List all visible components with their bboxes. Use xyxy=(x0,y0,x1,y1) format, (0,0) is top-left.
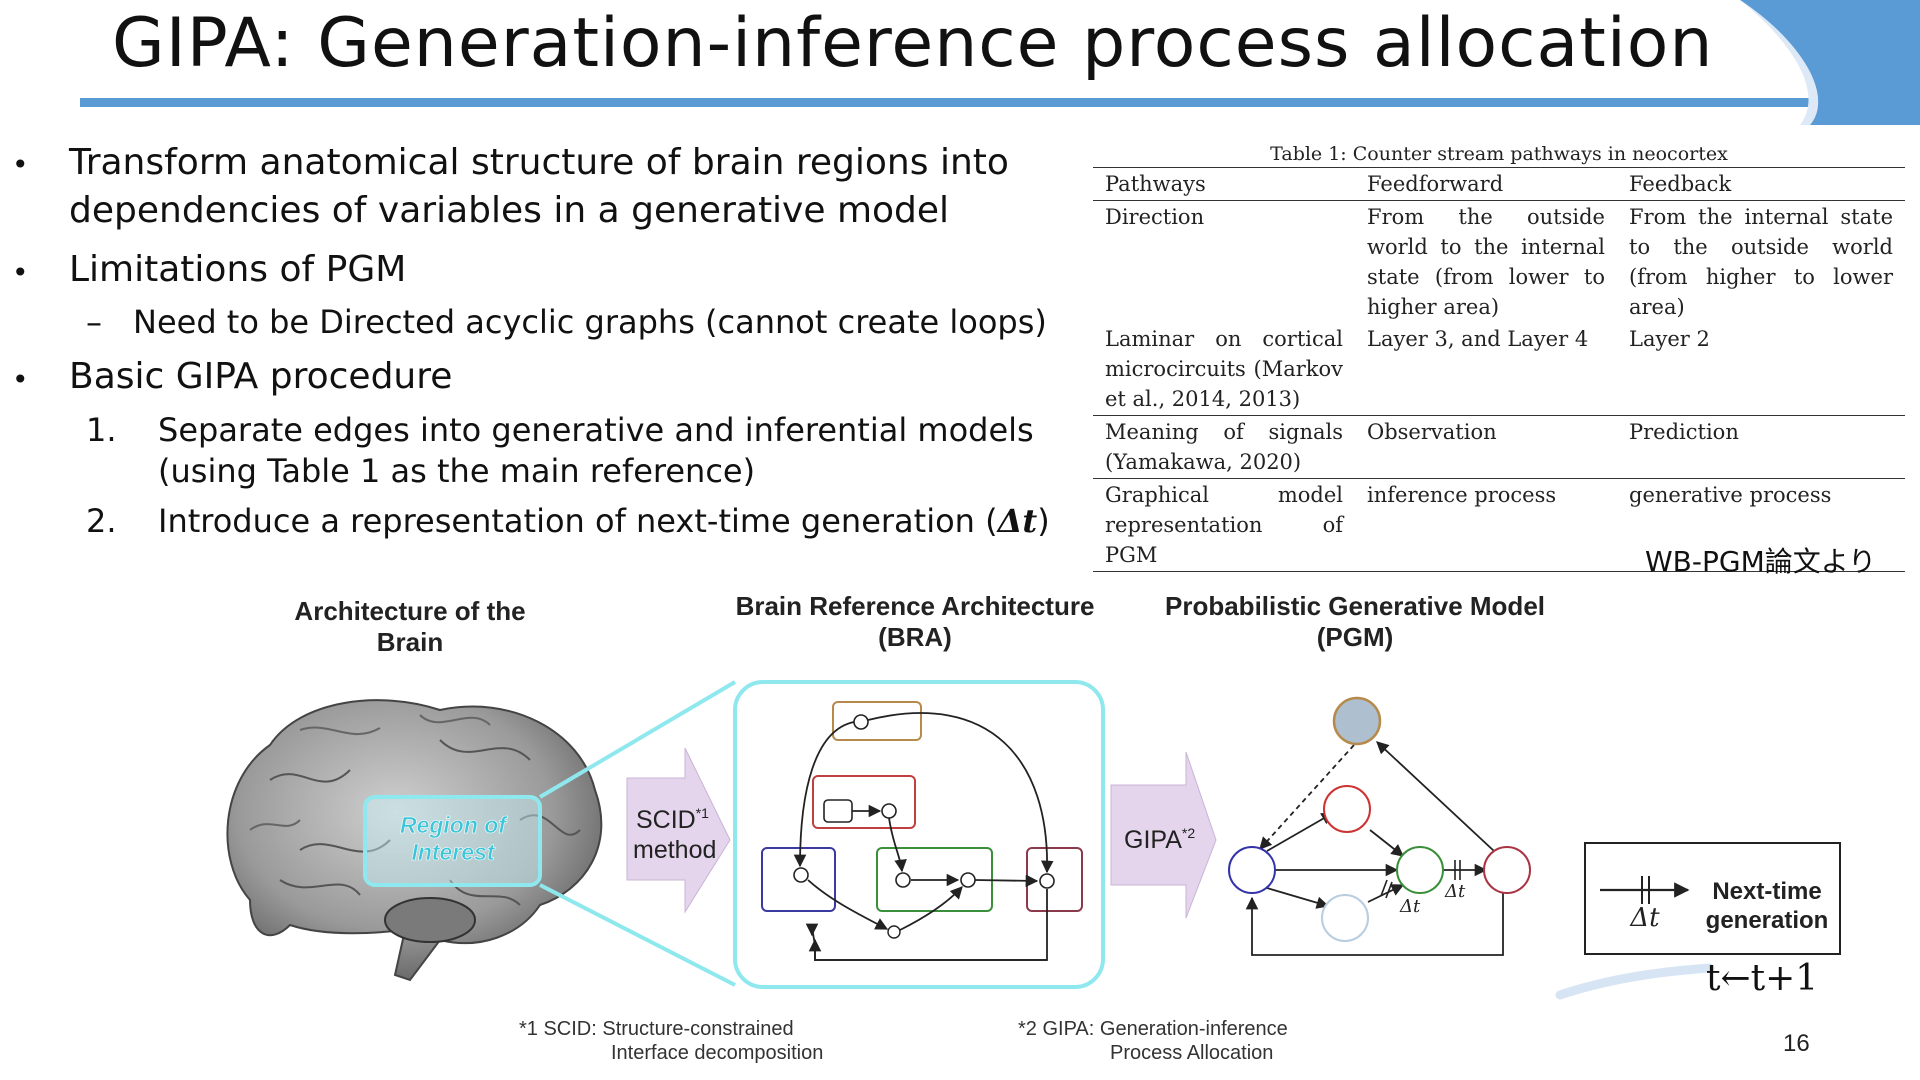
swoosh-decoration xyxy=(1555,963,1715,1000)
step-text: Introduce a representation of next-time … xyxy=(158,502,1050,540)
pgm-node xyxy=(1323,785,1371,833)
brain-illustration: Region of Interest xyxy=(226,680,737,987)
zoom-lines xyxy=(538,680,737,987)
bullet-marker: • xyxy=(12,256,29,289)
table-header: Pathways xyxy=(1093,167,1355,201)
step-number: 1. xyxy=(86,411,117,449)
corner-decoration xyxy=(1740,0,1920,125)
bullet-marker: • xyxy=(12,148,29,181)
roi-label: Interest xyxy=(411,839,495,865)
scid-label-method: method xyxy=(633,836,716,864)
counter-stream-table: Table 1: Counter stream pathways in neoc… xyxy=(1093,143,1905,572)
time-step-label: t←t+1 xyxy=(1706,958,1819,999)
region-of-interest-box xyxy=(363,795,542,887)
bra-edges xyxy=(793,712,1054,961)
sub-bullet-marker: – xyxy=(86,303,102,341)
delta-t-label: Δt xyxy=(1444,881,1466,902)
bra-module xyxy=(761,847,836,912)
bullet-marker: • xyxy=(12,363,29,396)
table-cell: Observation xyxy=(1355,415,1617,479)
bullet-text: Transform anatomical structure of brain … xyxy=(69,142,1009,183)
heading-pgm: Probabilistic Generative Model(PGM) xyxy=(1165,591,1545,652)
legend-label: Next-time xyxy=(1712,878,1821,905)
table-cell: Prediction xyxy=(1617,415,1905,479)
pgm-graph: Δt Δt xyxy=(1228,696,1531,956)
bullet-text-continued: dependencies of variables in a generativ… xyxy=(69,190,950,231)
step-number: 2. xyxy=(86,502,117,540)
slide-title: GIPA: Generation-inference process alloc… xyxy=(112,4,1714,83)
bullet-text: Basic GIPA procedure xyxy=(69,356,453,397)
step-text: Separate edges into generative and infer… xyxy=(158,411,1034,449)
pgm-node xyxy=(1483,846,1531,894)
pgm-edges xyxy=(1245,741,1504,956)
roi-label: Region of xyxy=(400,812,508,838)
table-cell: From the outside world to the internal s… xyxy=(1355,200,1617,323)
table-row: Laminar on cortical microcircuits (Marko… xyxy=(1093,323,1905,416)
delta-t-label: Δt xyxy=(1399,896,1421,917)
step-text-continued: (using Table 1 as the main reference) xyxy=(158,452,756,490)
cerebellum xyxy=(384,897,476,943)
table-cell: Graphical model representation of PGM xyxy=(1093,478,1355,572)
pgm-node xyxy=(1396,846,1444,894)
bra-module xyxy=(832,701,922,741)
pgm-node xyxy=(1228,846,1276,894)
table-caption: Table 1: Counter stream pathways in neoc… xyxy=(1270,143,1728,165)
scid-label: SCID*1 xyxy=(636,805,709,834)
table-source-note: WB-PGM論文より xyxy=(1645,545,1877,578)
legend-delta-t: Δt xyxy=(1629,903,1660,933)
pgm-node-observed xyxy=(1332,696,1382,746)
table-header: Feedforward xyxy=(1355,167,1617,201)
table-cell: Layer 2 xyxy=(1629,327,1710,351)
table-row: Graphical model representation of PGM in… xyxy=(1093,478,1905,572)
bullet-text: Limitations of PGM xyxy=(69,249,407,290)
scid-arrow: SCID*1 method xyxy=(626,747,731,914)
next-time-legend: Δt Next-time generation xyxy=(1584,842,1841,955)
table-row: Meaning of signals (Yamakawa, 2020) Obse… xyxy=(1093,415,1905,479)
bra-module xyxy=(812,775,916,829)
sub-bullet-text: Need to be Directed acyclic graphs (cann… xyxy=(133,303,1047,341)
brain-shape xyxy=(226,699,603,982)
legend-label: generation xyxy=(1706,907,1829,934)
footnote-gipa: *2 GIPA: Generation-inference Process Al… xyxy=(1018,1018,1288,1064)
gipa-arrow: GIPA*2 xyxy=(1110,751,1217,919)
footnote-scid: *1 SCID: Structure-constrained Interface… xyxy=(519,1018,824,1064)
delta-t-symbol: Δt xyxy=(997,502,1038,540)
table-cell: Layer 3, and Layer 4 xyxy=(1367,327,1589,351)
legend-box xyxy=(1584,842,1841,955)
brain-folds xyxy=(269,739,581,906)
title-underline xyxy=(80,98,1830,107)
table-cell: Laminar on cortical microcircuits (Marko… xyxy=(1105,327,1343,411)
table-cell: Direction xyxy=(1093,200,1355,323)
bra-diagram xyxy=(733,680,1105,989)
gipa-label: GIPA*2 xyxy=(1124,825,1195,854)
table-row: Direction From the outside world to the … xyxy=(1093,200,1905,323)
page-number: 16 xyxy=(1783,1030,1810,1057)
table-header: Feedback xyxy=(1617,167,1905,201)
heading-bra: Brain Reference Architecture(BRA) xyxy=(735,591,1095,652)
table-cell: Meaning of signals (Yamakawa, 2020) xyxy=(1093,415,1355,479)
table-cell: generative process xyxy=(1617,478,1905,572)
pgm-node xyxy=(1321,894,1369,942)
table: Pathways Feedforward Feedback Direction … xyxy=(1093,167,1905,572)
table-cell: inference process xyxy=(1355,478,1617,572)
table-cell: From the internal state to the outside w… xyxy=(1617,200,1905,323)
